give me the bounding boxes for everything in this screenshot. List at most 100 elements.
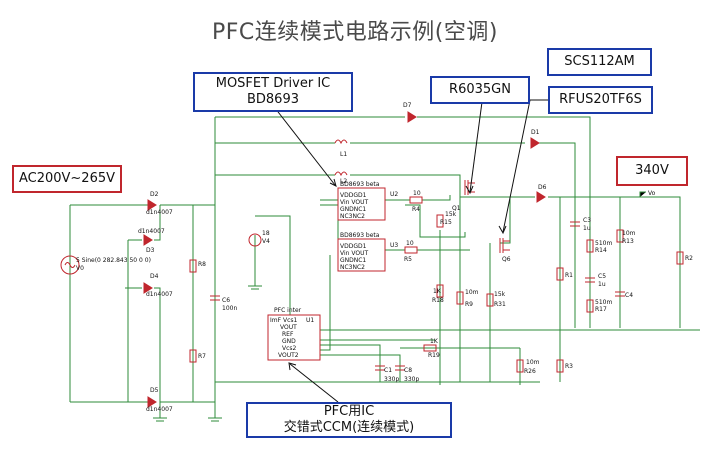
label-r15: R15	[440, 219, 452, 226]
label-d1n4007: d1n4007	[146, 209, 173, 216]
label-d7: D7	[403, 102, 412, 109]
label-c6-value: 100n	[222, 305, 237, 312]
label-r9: R9	[465, 301, 473, 308]
callout-r6035gn: R6035GN	[430, 76, 530, 104]
label-r19-value: 1K	[430, 338, 439, 345]
u1-pin: Vcs2	[282, 345, 297, 352]
label-r8: R8	[198, 261, 206, 268]
label-r26: R26	[524, 368, 536, 375]
ic-u3	[337, 238, 386, 272]
callout-arrows	[274, 99, 548, 403]
label-r5: R5	[404, 256, 412, 263]
green-wires	[69, 116, 700, 412]
label-d6: D6	[538, 184, 547, 191]
u1-pin: REF	[282, 331, 294, 338]
u1-pin: VOUT	[280, 324, 297, 331]
callout-rfus20tf6s-text: RFUS20TF6S	[559, 92, 642, 107]
label-u2-name: BD8693 beta	[340, 181, 380, 188]
label-r14: R14	[595, 247, 607, 254]
callout-mosfet-driver: MOSFET Driver IC BD8693	[193, 72, 353, 112]
label-r1: R1	[565, 272, 573, 279]
label-v0: V0	[76, 265, 84, 272]
u1-pin: GND	[282, 338, 296, 345]
pin-vdd: VDDGD1	[340, 192, 367, 199]
callout-pfc-ic: PFC用IC 交错式CCM(连续模式)	[246, 402, 452, 438]
u1-pin: VOUT2	[278, 352, 299, 359]
label-v0-sine: 5 Sine(0 282.843 50 0 0)	[76, 257, 151, 264]
label-v4-value: 18	[262, 230, 270, 237]
callout-output-voltage-text: 340V	[635, 163, 669, 178]
pin-vin: Vin VOUT	[340, 250, 368, 257]
label-r31: R31	[494, 301, 506, 308]
label-c3: C3	[583, 217, 591, 224]
label-r4-value: 10	[413, 190, 421, 197]
label-d2: D2	[150, 191, 159, 198]
label-c8-value: 330p	[404, 376, 419, 383]
label-d1n4007: d1n4007	[146, 406, 173, 413]
label-u1: U1	[306, 317, 314, 324]
label-r4: R4	[412, 206, 420, 213]
label-r31-value: 15k	[494, 291, 506, 298]
label-d1n4007: d1n4007	[138, 228, 165, 235]
callout-r6035gn-text: R6035GN	[449, 82, 511, 97]
label-c5-value: 1u	[598, 281, 606, 288]
label-c1: C1	[384, 367, 392, 374]
label-r13-value: 10m	[622, 230, 636, 237]
label-d5: D5	[150, 387, 159, 394]
label-r3: R3	[565, 363, 573, 370]
label-d1n4007: d1n4007	[146, 291, 173, 298]
u1-pin: ImF Vcs1	[270, 317, 298, 324]
label-c4: C4	[625, 292, 633, 299]
label-r17: R17	[595, 306, 607, 313]
pin-vin: Vin VOUT	[340, 199, 368, 206]
callout-scs112am: SCS112AM	[547, 48, 652, 76]
label-r15-value: 15k	[445, 211, 457, 218]
label-r5-value: 10	[406, 240, 414, 247]
label-r26-value: 10m	[526, 359, 540, 366]
label-d1: D1	[531, 129, 540, 136]
label-r7: R7	[198, 353, 206, 360]
label-d3: D3	[146, 247, 155, 254]
label-r2: R2	[685, 255, 693, 262]
pin-nc: NC3NC2	[340, 213, 365, 220]
label-q6: Q6	[502, 256, 511, 263]
callout-output-voltage: 340V	[616, 156, 688, 186]
callout-ac-input: AC200V~265V	[12, 165, 122, 193]
pin-gnd: GNDNC1	[340, 206, 366, 213]
label-r18: R18	[432, 297, 444, 304]
pin-nc: NC3NC2	[340, 264, 365, 271]
callout-mosfet-line1: MOSFET Driver IC	[215, 76, 331, 91]
ic-u2	[337, 187, 386, 221]
label-u2: U2	[390, 191, 398, 198]
label-d4: D4	[150, 273, 159, 280]
page-title: PFC连续模式电路示例(空调)	[212, 20, 498, 45]
label-c1-value: 330p	[384, 376, 399, 383]
ground-symbols	[153, 191, 646, 422]
callout-pfc-line2: 交错式CCM(连续模式)	[283, 420, 415, 435]
callout-rfus20tf6s: RFUS20TF6S	[548, 86, 653, 114]
label-vo: Vo	[648, 190, 656, 197]
label-v4: V4	[262, 238, 270, 245]
callout-mosfet-line2: BD8693	[246, 92, 299, 107]
callout-ac-input-text: AC200V~265V	[18, 171, 116, 186]
label-r19: R19	[428, 352, 440, 359]
ic-u1	[267, 314, 321, 361]
label-c5: C5	[598, 273, 606, 280]
label-r18-value: 1K	[433, 288, 442, 295]
callout-pfc-line1: PFC用IC	[323, 404, 375, 419]
label-l1: L1	[340, 151, 347, 158]
component-symbols	[60, 111, 684, 408]
label-l2: L2	[340, 178, 347, 185]
label-u3-name: BD8693 beta	[340, 232, 380, 239]
pin-gnd: GNDNC1	[340, 257, 366, 264]
label-q1: Q1	[452, 205, 461, 212]
label-c3-value: 1u	[583, 225, 591, 232]
label-u3: U3	[390, 242, 398, 249]
callout-scs112am-text: SCS112AM	[564, 54, 635, 69]
pin-vdd: VDDGD1	[340, 243, 367, 250]
label-c8: C8	[404, 367, 412, 374]
label-r17-value: 510m	[595, 299, 612, 306]
label-u1-name: PFC inter	[274, 307, 302, 314]
